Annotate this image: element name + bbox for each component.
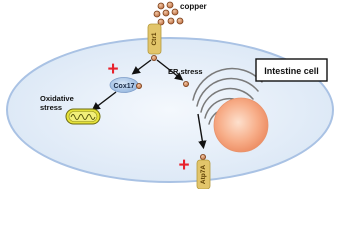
copper-pathway-diagram: copper Ctr1 + Cox17 Oxidative stress ER … [6, 1, 334, 190]
ctr1-transporter: Ctr1 [147, 23, 162, 55]
inhibition-cross-cox17: + [107, 59, 118, 80]
atp7a-label: Atp7A [200, 165, 207, 184]
atp7a-transporter: Atp7A [196, 159, 211, 190]
copper-ions-cluster [153, 1, 184, 26]
er-stress-label: ER stress [168, 67, 203, 76]
copper-label: copper [180, 2, 207, 11]
intestine-cell-label-box: Intestine cell [255, 58, 328, 82]
copper-ion-branch [150, 55, 157, 62]
inhibition-cross-atp7a: + [178, 155, 189, 176]
arrow-ctr1-to-cox17 [131, 59, 152, 75]
arrow-cox17-to-mitochondrion [91, 91, 117, 111]
oxidative-stress-label-line1: Oxidative [40, 94, 74, 103]
arrow-ctr1-to-er [156, 59, 184, 81]
mitochondrion-icon [65, 108, 101, 125]
arrow-er-to-atp7a [197, 113, 207, 150]
diagram-stage: copper Ctr1 + Cox17 Oxidative stress ER … [6, 1, 334, 190]
copper-ion-atp7a [199, 153, 206, 160]
ctr1-label: Ctr1 [151, 32, 158, 45]
cox17-protein: Cox17 [109, 77, 139, 93]
cox17-label: Cox17 [113, 83, 134, 90]
nucleus [213, 97, 269, 153]
oxidative-stress-label-line2: stress [40, 103, 62, 112]
copper-ion-cox17 [135, 83, 142, 90]
intestine-cell-label: Intestine cell [264, 66, 319, 76]
copper-ion-er [182, 81, 189, 88]
